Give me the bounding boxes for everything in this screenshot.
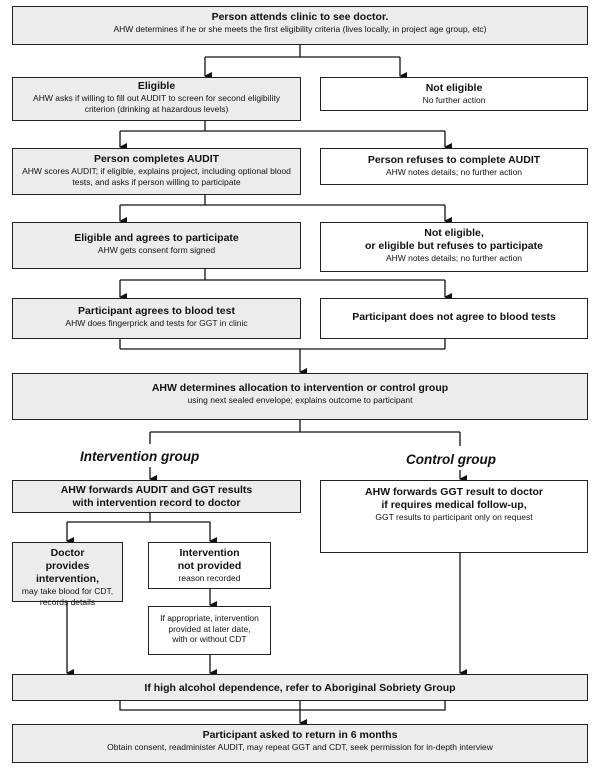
- box-blood-test-decline: Participant does not agree to blood test…: [320, 298, 588, 339]
- box-title: If high alcohol dependence, refer to Abo…: [144, 682, 456, 694]
- box-subtitle-line-1: may take blood for CDT,: [21, 586, 114, 597]
- box-title-line-1: AHW forwards AUDIT and GGT results: [60, 484, 253, 496]
- box-subtitle: using next sealed envelope; explains out…: [187, 395, 413, 406]
- box-eligible: Eligible AHW asks if willing to fill out…: [12, 77, 301, 121]
- box-later-date: If appropriate, intervention provided at…: [148, 606, 271, 655]
- box-forward-intervention: AHW forwards AUDIT and GGT results with …: [12, 480, 301, 513]
- box-completes-audit: Person completes AUDIT AHW scores AUDIT;…: [12, 148, 301, 195]
- box-title-line-1: Intervention: [179, 547, 240, 559]
- box-line-2: provided at later date,: [168, 623, 251, 634]
- box-subtitle: reason recorded: [178, 573, 241, 584]
- box-allocation: AHW determines allocation to interventio…: [12, 373, 588, 420]
- box-title-line-2: if requires medical follow-up,: [381, 499, 527, 512]
- box-title: Participant agrees to blood test: [78, 305, 235, 317]
- box-not-eligible: Not eligible No further action: [320, 77, 588, 111]
- box-refuses-audit: Person refuses to complete AUDIT AHW not…: [320, 148, 588, 185]
- box-subtitle: No further action: [422, 95, 486, 106]
- box-subtitle: AHW does fingerprick and tests for GGT i…: [65, 318, 248, 329]
- box-subtitle: AHW notes details; no further action: [385, 253, 523, 264]
- box-subtitle-line-2: records details: [39, 597, 96, 607]
- control-group-label: Control group: [406, 452, 496, 467]
- box-subtitle: AHW scores AUDIT; if eligible, explains …: [22, 166, 291, 187]
- box-title-line-1: Not eligible,: [424, 227, 484, 239]
- box-forward-control: AHW forwards GGT result to doctor if req…: [320, 480, 588, 553]
- box-return-6-months: Participant asked to return in 6 months …: [12, 724, 588, 763]
- box-title-line-2: provides intervention,: [35, 560, 99, 586]
- box-subtitle: AHW gets consent form signed: [97, 245, 216, 256]
- box-subtitle: AHW notes details; no further action: [385, 167, 523, 178]
- box-title: Eligible: [137, 80, 176, 92]
- box-title-line-2: not provided: [177, 560, 242, 573]
- box-title: Not eligible: [425, 82, 483, 94]
- box-subtitle: GGT results to participant only on reque…: [375, 512, 533, 523]
- box-title-line-1: AHW forwards GGT result to doctor: [365, 486, 543, 498]
- box-title: Participant asked to return in 6 months: [202, 729, 398, 741]
- box-title: Eligible and agrees to participate: [74, 232, 239, 244]
- box-title-line-2: with intervention record to doctor: [72, 497, 241, 510]
- box-attend-clinic: Person attends clinic to see doctor. AHW…: [12, 6, 588, 45]
- box-title-line-1: Doctor: [50, 547, 85, 559]
- box-doctor-provides: Doctor provides intervention, may take b…: [12, 542, 123, 607]
- box-title: Person attends clinic to see doctor.: [211, 11, 389, 23]
- box-not-eligible-refuses: Not eligible, or eligible but refuses to…: [320, 222, 588, 272]
- box-line-3: with or without CDT: [172, 634, 247, 645]
- box-subtitle: AHW asks if willing to fill out AUDIT to…: [33, 93, 280, 114]
- box-title-line-2: or eligible but refuses to participate: [365, 240, 543, 253]
- box-agrees-participate: Eligible and agrees to participate AHW g…: [12, 222, 301, 269]
- box-title: AHW determines allocation to interventio…: [151, 382, 449, 394]
- box-title: Person completes AUDIT: [93, 153, 220, 165]
- box-subtitle: Obtain consent, readminister AUDIT, may …: [107, 742, 493, 753]
- box-blood-test-agree: Participant agrees to blood test AHW doe…: [12, 298, 301, 339]
- box-line-1: If appropriate, intervention: [160, 613, 259, 623]
- box-title: Participant does not agree to blood test…: [352, 311, 556, 323]
- connector: [119, 701, 446, 711]
- intervention-group-label: Intervention group: [80, 449, 200, 464]
- box-not-provided: Intervention not provided reason recorde…: [148, 542, 271, 589]
- box-sobriety-referral: If high alcohol dependence, refer to Abo…: [12, 674, 588, 701]
- box-title: Person refuses to complete AUDIT: [367, 154, 541, 166]
- box-subtitle: AHW determines if he or she meets the fi…: [113, 24, 487, 35]
